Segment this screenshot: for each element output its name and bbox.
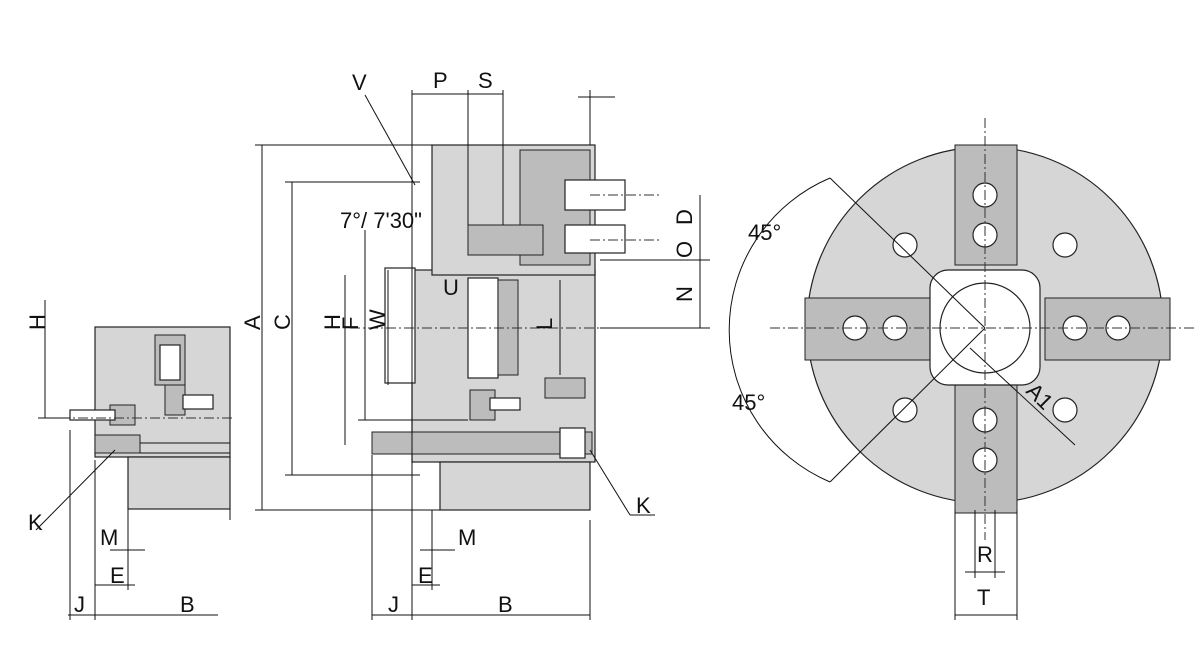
label-45-top: 45° — [748, 220, 781, 245]
label-p: P — [433, 68, 448, 93]
label-c: C — [270, 314, 295, 330]
label-45-bottom: 45° — [732, 390, 765, 415]
label-b-left: B — [180, 592, 195, 617]
label-j-left: J — [74, 592, 85, 617]
label-a: A — [240, 315, 265, 330]
label-m-right: M — [458, 525, 476, 550]
label-h-main: H — [320, 314, 345, 330]
label-h-small: H — [25, 314, 50, 330]
label-j-right: J — [388, 592, 399, 617]
label-v: V — [352, 70, 367, 95]
label-f: F — [338, 317, 363, 330]
main-side-view — [255, 90, 710, 620]
label-k-right: K — [636, 493, 651, 518]
label-e-left: E — [110, 563, 125, 588]
label-k-left: K — [28, 510, 43, 535]
label-d: D — [672, 209, 697, 225]
label-t: T — [977, 585, 990, 610]
label-n: N — [672, 286, 697, 302]
label-w: W — [365, 309, 390, 330]
label-r: R — [977, 542, 993, 567]
front-view — [728, 118, 1195, 620]
label-angle: 7°/ 7'30" — [340, 208, 422, 233]
label-o: O — [672, 241, 697, 258]
small-side-view — [35, 300, 235, 620]
label-s: S — [478, 68, 493, 93]
label-e-right: E — [418, 563, 433, 588]
label-u: U — [443, 275, 459, 300]
label-l: L — [532, 318, 557, 330]
label-b-right: B — [498, 592, 513, 617]
label-m-left: M — [100, 525, 118, 550]
